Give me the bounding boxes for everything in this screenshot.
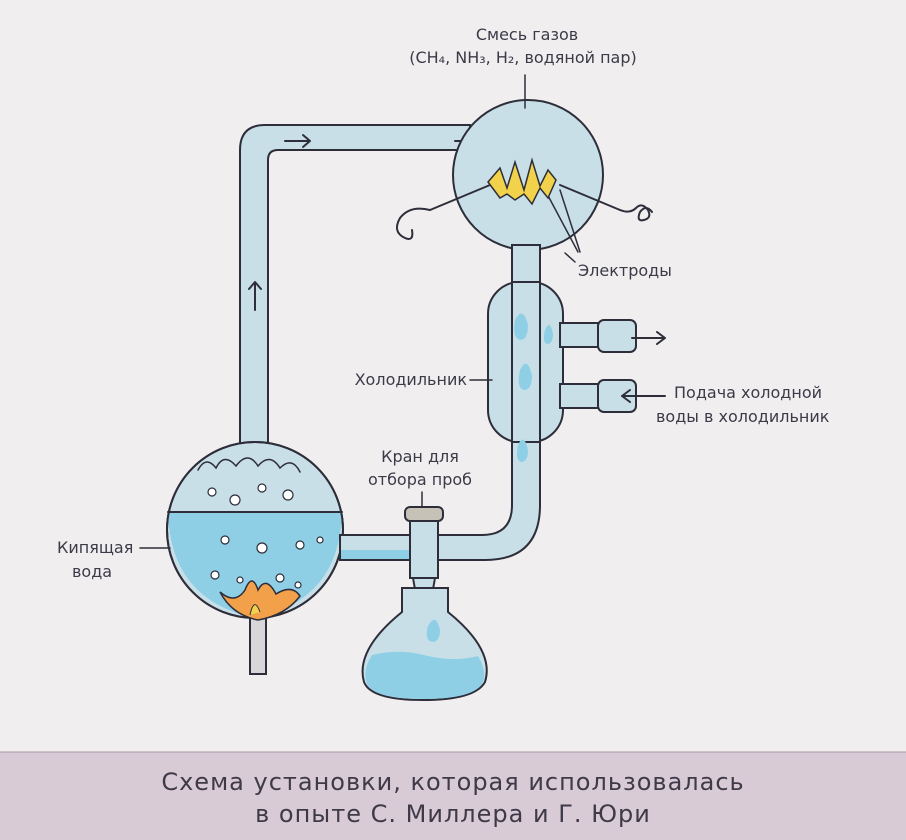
caption-band: Схема установки, которая использовалась …	[0, 751, 906, 840]
caption-line2: в опыте С. Миллера и Г. Юри	[255, 800, 651, 828]
collection-flask	[361, 587, 488, 702]
electrodes-label: Электроды	[578, 261, 672, 280]
connecting-tube	[339, 534, 413, 561]
arrow-up-icon	[248, 281, 262, 311]
gas-sphere	[452, 74, 604, 251]
arrow-right-icon	[631, 331, 666, 345]
spark-icon	[487, 157, 557, 206]
sampling-tap	[404, 506, 444, 613]
water-supply-label-line1: Подача холодной	[674, 383, 822, 402]
boiling-label-line2: вода	[72, 562, 112, 581]
tap-label-line2: отбора проб	[368, 470, 472, 489]
gas-mix-label-line2: (CH₄, NH₃, H₂, водяной пар)	[409, 48, 637, 67]
vapor-tube	[239, 124, 471, 461]
flame-icon	[219, 580, 301, 621]
boiling-label-line1: Кипящая	[57, 538, 133, 557]
burner	[249, 617, 267, 675]
tap-label-line1: Кран для	[381, 447, 459, 466]
condenser-label: Холодильник	[355, 370, 468, 389]
condenser-jacket	[487, 281, 637, 462]
electrodes	[395, 184, 653, 253]
water-supply-label-line2: воды в холодильник	[656, 407, 830, 426]
caption-line1: Схема установки, которая использовалась	[161, 768, 744, 796]
boiling-flask	[166, 441, 344, 619]
gas-mix-label-line1: Смесь газов	[476, 25, 578, 44]
arrow-left-icon	[621, 389, 666, 403]
electrodes-leader	[564, 252, 576, 263]
